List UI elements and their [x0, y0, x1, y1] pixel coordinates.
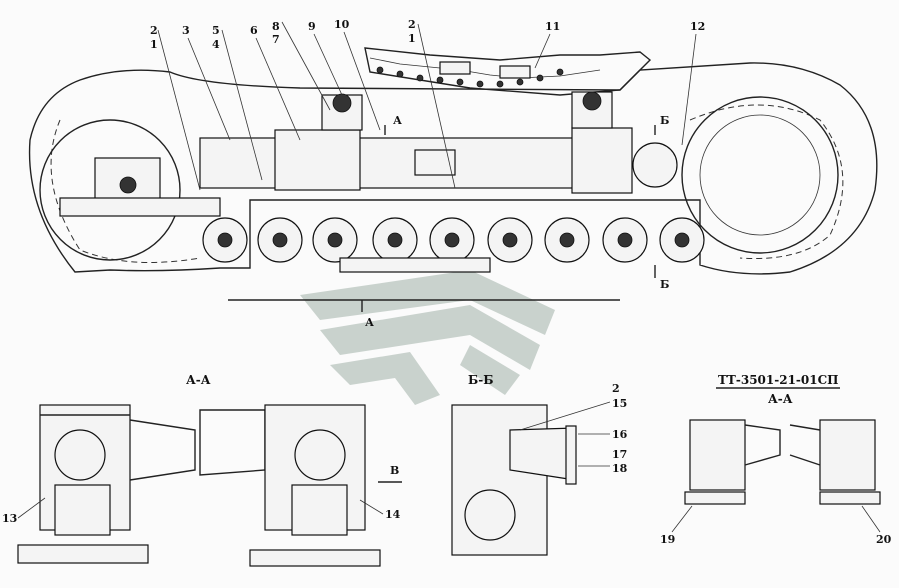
drive-flange: [565, 425, 577, 485]
cut-mark-b-top: Б: [660, 114, 669, 127]
callout-19: 19: [660, 533, 675, 546]
section-bb-title: Б-Б: [468, 373, 494, 387]
callout-4: 4: [212, 38, 220, 51]
callout-2b: 2: [408, 18, 416, 31]
callout-7: 7: [272, 33, 280, 46]
callout-16: 16: [612, 428, 628, 441]
watermark-logo: [300, 270, 555, 405]
callout-11: 11: [545, 20, 560, 33]
callout-3: 3: [182, 24, 190, 37]
callout-20: 20: [876, 533, 892, 546]
bogie-bracket-left: [274, 129, 361, 191]
shoe-left: [17, 544, 149, 564]
roller-left: [54, 484, 111, 536]
callout-2c: 2: [612, 382, 620, 395]
sprocket-wheel: [681, 96, 839, 254]
track-rollers: [202, 217, 705, 263]
section-aa-alt-view: ТТ-3501-21-01СП А-А 19 20: [660, 373, 892, 546]
bogie-bracket-right: [571, 127, 633, 194]
callout-10: 10: [334, 18, 350, 31]
callout-9: 9: [308, 20, 316, 33]
alt-shoe-left: [684, 491, 746, 505]
callout-6: 6: [250, 24, 258, 37]
frame-window: [414, 149, 456, 176]
callout-1b: 1: [408, 32, 416, 45]
cut-mark-b-bottom: Б: [660, 278, 669, 291]
main-view: А А Б Б: [28, 47, 878, 329]
idler-wheel: [39, 119, 181, 261]
callout-5: 5: [212, 24, 220, 37]
callout-12: 12: [690, 20, 705, 33]
view-mark-v: В: [390, 464, 399, 477]
frame-extension: [59, 197, 221, 217]
callout-8: 8: [272, 20, 280, 33]
shoe-right: [249, 549, 381, 567]
bogie-right-hub: [294, 429, 346, 481]
track-guard: [339, 257, 491, 273]
callout-2a: 2: [150, 24, 158, 37]
sprocket-inner: [699, 114, 821, 236]
doc-code: ТТ-3501-21-01СП: [718, 373, 838, 387]
callout-15: 15: [612, 397, 627, 410]
carrier-rollers: [321, 91, 613, 131]
callout-17: 17: [612, 448, 627, 461]
callout-1a: 1: [150, 38, 158, 51]
section-aa-title: А-А: [186, 373, 211, 387]
alt-bogie-left: [689, 419, 746, 491]
callout-18: 18: [612, 462, 628, 475]
cut-mark-a-top: А: [393, 114, 402, 127]
section-bb-view: Б-Б 2 15 16 17 18: [451, 373, 628, 556]
track-belt-outline: [28, 62, 878, 275]
cut-mark-a-bottom: А: [365, 316, 374, 329]
roller-right: [291, 484, 348, 536]
alt-shoe-right: [819, 491, 881, 505]
callout-13: 13: [2, 512, 17, 525]
bogie-left-hub: [54, 429, 106, 481]
callouts-main: 2 1 3 5 4 6 8 7 9 10 2 1 11 12: [150, 18, 705, 191]
tensioner-bolt: [119, 176, 137, 194]
sprocket-section: [464, 489, 516, 541]
alt-bogie-arms: [744, 424, 821, 466]
section-aa-alt-title: А-А: [768, 392, 793, 406]
upper-track-links: [364, 47, 652, 96]
alt-bogie-right: [819, 419, 876, 491]
drive-hub: [632, 142, 678, 188]
bogie-left-arm: [40, 414, 196, 481]
bogie-center-arm: [199, 409, 266, 476]
section-aa-view: А-А 13 14 В: [2, 373, 402, 567]
callout-14: 14: [385, 508, 401, 521]
inner-track-dashed: [50, 104, 844, 263]
